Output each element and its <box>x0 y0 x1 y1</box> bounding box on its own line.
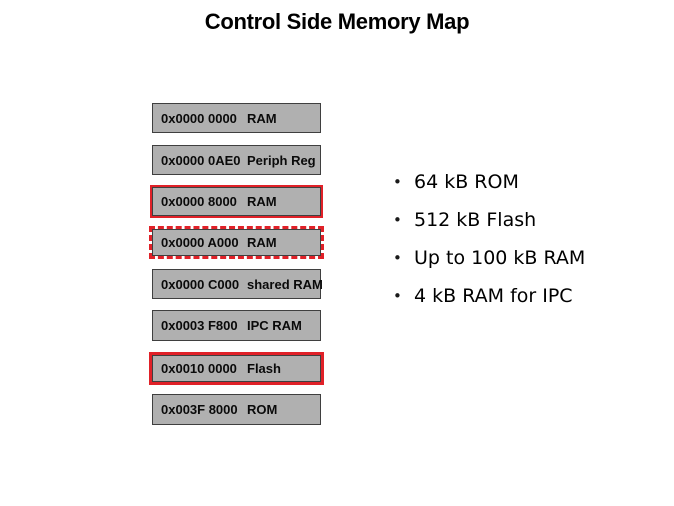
list-item-text: Up to 100 kB RAM <box>414 247 586 269</box>
memory-block-ipc-ram: 0x0003 F800 IPC RAM <box>152 310 321 341</box>
bullet-icon: • <box>393 249 402 267</box>
block-label: RAM <box>247 235 277 250</box>
list-item-text: 512 kB Flash <box>414 209 537 231</box>
block-label: RAM <box>247 110 277 126</box>
list-item: • 4 kB RAM for IPC <box>393 277 585 315</box>
memory-block-ram-0x00008000-highlighted: 0x0000 8000 RAM <box>150 185 323 218</box>
block-address: 0x0010 0000 <box>161 361 237 376</box>
block-label: IPC RAM <box>247 318 302 333</box>
bullet-icon: • <box>393 173 402 191</box>
block-label: ROM <box>247 402 278 417</box>
list-item-text: 64 kB ROM <box>414 171 519 193</box>
memory-block-periph-reg: 0x0000 0AE0 Periph Reg <box>152 145 321 175</box>
list-item: • Up to 100 kB RAM <box>393 239 585 277</box>
memory-block-shared-ram: 0x0000 C000 shared RAM <box>152 269 323 299</box>
block-address: 0x0000 8000 <box>161 194 237 209</box>
feature-list: • 64 kB ROM • 512 kB Flash • Up to 100 k… <box>393 163 585 315</box>
block-label: Flash <box>247 361 281 376</box>
memory-block-ram-0x0000a000-dashed: 0x0000 A000 RAM <box>149 226 324 259</box>
list-item: • 512 kB Flash <box>393 201 585 239</box>
memory-block-ram-0x00000000: 0x0000 0000 RAM <box>152 103 321 133</box>
block-address: 0x0000 0000 <box>161 110 237 126</box>
block-label: RAM <box>247 194 277 209</box>
bullet-icon: • <box>393 287 402 305</box>
block-label: shared RAM <box>247 276 323 292</box>
block-address: 0x0000 A000 <box>161 235 239 250</box>
list-item-text: 4 kB RAM for IPC <box>414 285 573 307</box>
block-address: 0x003F 8000 <box>161 402 238 417</box>
block-address: 0x0000 C000 <box>161 276 240 292</box>
bullet-icon: • <box>393 211 402 229</box>
block-address: 0x0000 0AE0 <box>161 152 241 168</box>
memory-block-flash-highlighted: 0x0010 0000 Flash <box>149 352 324 385</box>
block-address: 0x0003 F800 <box>161 318 238 333</box>
memory-block-rom: 0x003F 8000 ROM <box>152 394 321 425</box>
list-item: • 64 kB ROM <box>393 163 585 201</box>
block-label: Periph Reg <box>247 152 316 168</box>
page-title: Control Side Memory Map <box>204 9 470 34</box>
